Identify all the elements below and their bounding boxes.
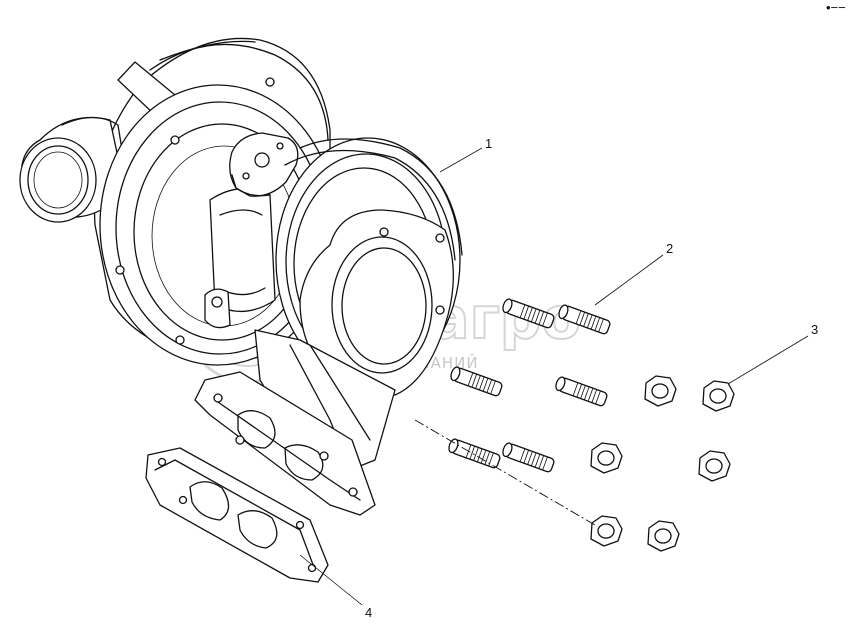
stud [555,376,608,407]
nuts [590,375,735,552]
stud [502,298,555,329]
stud [448,438,501,469]
callout-4: 4 [365,605,372,620]
nut [590,515,623,547]
turbocharger [19,37,463,516]
corner-mark: •−− [826,0,846,15]
nut [590,442,623,474]
callouts: 1 2 3 4 [299,136,818,620]
assembly-axis-line [414,419,596,526]
nut [647,520,680,552]
callout-3: 3 [811,322,818,337]
nut [698,450,731,482]
callout-2: 2 [666,241,673,256]
stud [450,366,503,397]
gasket [145,447,329,583]
studs [448,298,611,473]
nut [644,375,677,407]
stud [558,304,611,335]
nut [702,380,735,412]
callout-1: 1 [485,136,492,151]
stud [502,442,555,473]
